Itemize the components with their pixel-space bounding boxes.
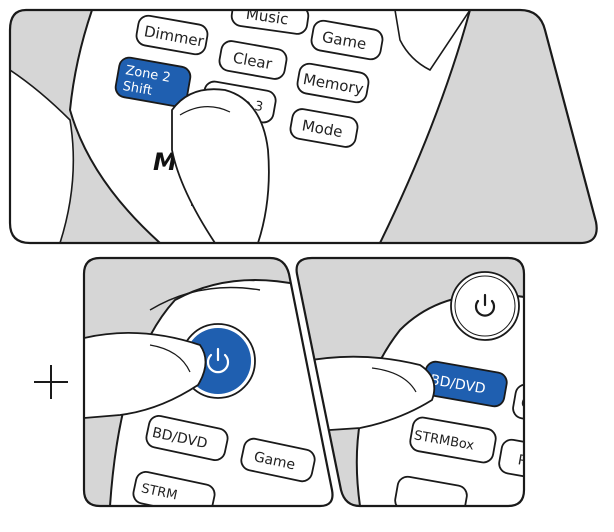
- plus-symbol: [34, 365, 68, 399]
- music-button-label: Music: [245, 5, 290, 29]
- dimmer-button[interactable]: Dimmer: [135, 14, 209, 56]
- hand-shape: [10, 68, 75, 243]
- left-panel: BD/DVD Game STRM: [82, 256, 334, 508]
- hand-top-right: [394, 10, 472, 72]
- zone2-shift-button[interactable]: Zone 2 Shift: [114, 56, 192, 108]
- strm-button-label: STRM: [140, 481, 179, 503]
- strmbox-button[interactable]: STRMBox: [409, 416, 498, 464]
- bd-dvd-button[interactable]: BD/DVD: [422, 360, 509, 408]
- power-button[interactable]: [450, 271, 520, 341]
- partial-button[interactable]: [394, 475, 469, 521]
- power-icon: [474, 293, 496, 317]
- game-button-label: Ga: [520, 395, 542, 414]
- game-button[interactable]: Game: [239, 437, 316, 483]
- game-button[interactable]: Ga: [512, 383, 577, 427]
- pressing-finger: [171, 88, 270, 243]
- right-panel: BD/DVD Ga STRMBox PC: [295, 256, 577, 521]
- clear-button[interactable]: Clear: [218, 39, 288, 80]
- bd-dvd-button[interactable]: BD/DVD: [145, 414, 230, 462]
- power-icon: [206, 347, 230, 374]
- game-button[interactable]: Game: [310, 19, 384, 61]
- pressing-thumb: [299, 355, 436, 433]
- zone2-label-line2: Shift: [121, 79, 153, 99]
- pc-button[interactable]: PC: [498, 438, 573, 484]
- pc-button-label: PC: [517, 452, 542, 472]
- memory-button[interactable]: Memory: [296, 62, 370, 104]
- mode-button[interactable]: Mode: [289, 107, 359, 148]
- top-panel: Music Dimmer Game Clear Memory Zone 2: [8, 5, 598, 245]
